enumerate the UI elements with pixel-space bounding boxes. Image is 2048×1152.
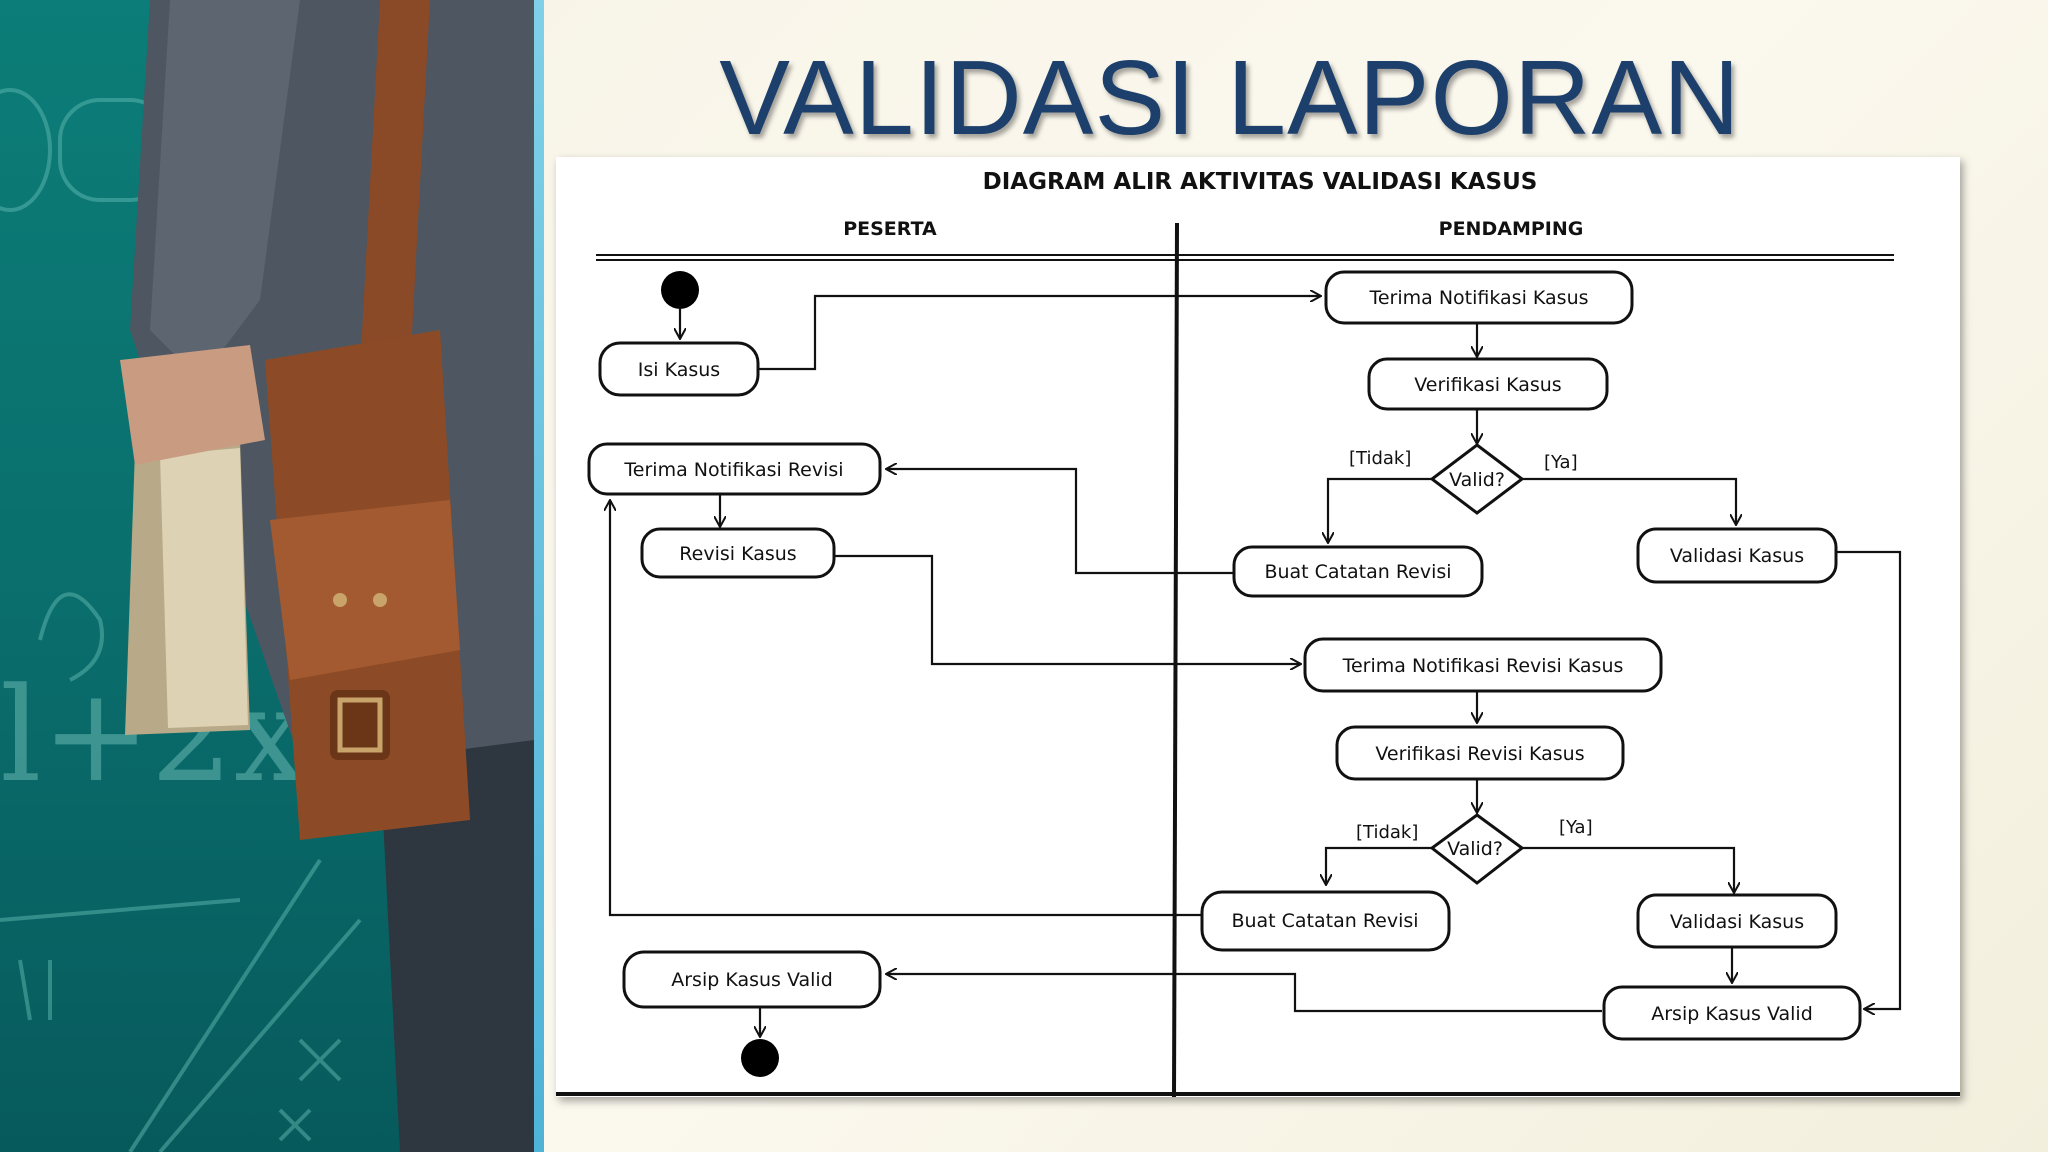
node-label-buat-catatan-revisi-1: Buat Catatan Revisi [1264,561,1451,583]
node-label-terima-notifikasi-revisi-kasus: Terima Notifikasi Revisi Kasus [1342,655,1624,677]
edge-valid-2-tidak [1326,846,1432,885]
node-label-arsip-kasus-valid-left: Arsip Kasus Valid [671,969,833,991]
guard-ya-1: [Ya] [1544,452,1578,473]
accent-bar [534,0,544,1152]
node-arsip-kasus-valid-left [622,950,882,1009]
edge-valid-1-ya [1522,477,1736,525]
lane-label-peserta: PESERTA [843,218,937,240]
node-verifikasi-revisi-kasus [1335,725,1625,781]
node-label-verifikasi-revisi-kasus: Verifikasi Revisi Kasus [1375,743,1584,765]
page-title: VALIDASI LAPORAN [719,39,1741,157]
lane-divider [1172,222,1179,1097]
edge-catatan-revisi-2-back-to-terima-notifikasi-revisi [610,500,1202,917]
lane-header-line [596,254,1894,261]
start-node [661,271,699,309]
lane-label-pendamping: PENDAMPING [1439,218,1584,240]
node-label-validasi-kasus-2: Validasi Kasus [1670,911,1804,933]
node-label-terima-notifikasi-revisi: Terima Notifikasi Revisi [623,459,843,481]
edge-arsip-right-to-arsip-left [886,974,1602,1013]
node-terima-notifikasi-revisi [587,442,882,496]
diagram-card: DIAGRAM ALIR AKTIVITAS VALIDASI KASUS PE… [556,157,1960,1097]
node-revisi-kasus [640,527,836,579]
node-label-validasi-kasus-1: Validasi Kasus [1670,545,1804,567]
edge-isi-kasus-to-terima-notifikasi-kasus [758,296,1321,371]
node-validasi-kasus-1 [1636,527,1838,584]
node-label-arsip-kasus-valid-right: Arsip Kasus Valid [1651,1003,1813,1025]
edge-validasi-kasus-1-to-arsip [1836,550,1902,1009]
node-label-revisi-kasus: Revisi Kasus [679,543,796,565]
guard-tidak-1: [Tidak] [1349,448,1411,469]
decision-valid-2 [1429,813,1525,885]
node-label-valid-2: Valid? [1447,838,1503,860]
photo-panel: l+2x [0,0,534,1152]
node-label-terima-notifikasi-kasus: Terima Notifikasi Kasus [1368,287,1588,309]
activity-diagram: DIAGRAM ALIR AKTIVITAS VALIDASI KASUS PE… [556,169,1960,1097]
node-label-isi-kasus: Isi Kasus [638,359,720,381]
guard-tidak-2: [Tidak] [1356,822,1418,843]
node-buat-catatan-revisi-1 [1232,545,1484,598]
node-validasi-kasus-2 [1636,893,1838,949]
node-isi-kasus [598,341,760,397]
edge-catatan-revisi-1-to-terima-notifikasi-revisi [886,469,1234,575]
node-label-buat-catatan-revisi-2: Buat Catatan Revisi [1231,910,1418,932]
node-terima-notifikasi-kasus [1324,270,1634,325]
edge-valid-2-ya [1522,846,1734,893]
end-node [741,1039,779,1077]
node-verifikasi-kasus [1367,357,1609,411]
decision-valid-1 [1429,443,1525,515]
node-arsip-kasus-valid-right [1602,985,1862,1041]
edge-revisi-kasus-to-terima-notifikasi-revisi-kasus [834,554,1301,664]
diagram-title: DIAGRAM ALIR AKTIVITAS VALIDASI KASUS [983,169,1538,195]
teacher-photo-illustration: l+2x [0,0,534,1152]
edges [610,296,1902,1037]
edge-valid-1-tidak [1328,477,1432,543]
node-buat-catatan-revisi-2 [1200,890,1451,952]
node-label-verifikasi-kasus: Verifikasi Kasus [1414,374,1561,396]
node-terima-notifikasi-revisi-kasus [1303,637,1663,693]
node-label-valid-1: Valid? [1449,469,1505,491]
guard-ya-2: [Ya] [1559,817,1593,838]
